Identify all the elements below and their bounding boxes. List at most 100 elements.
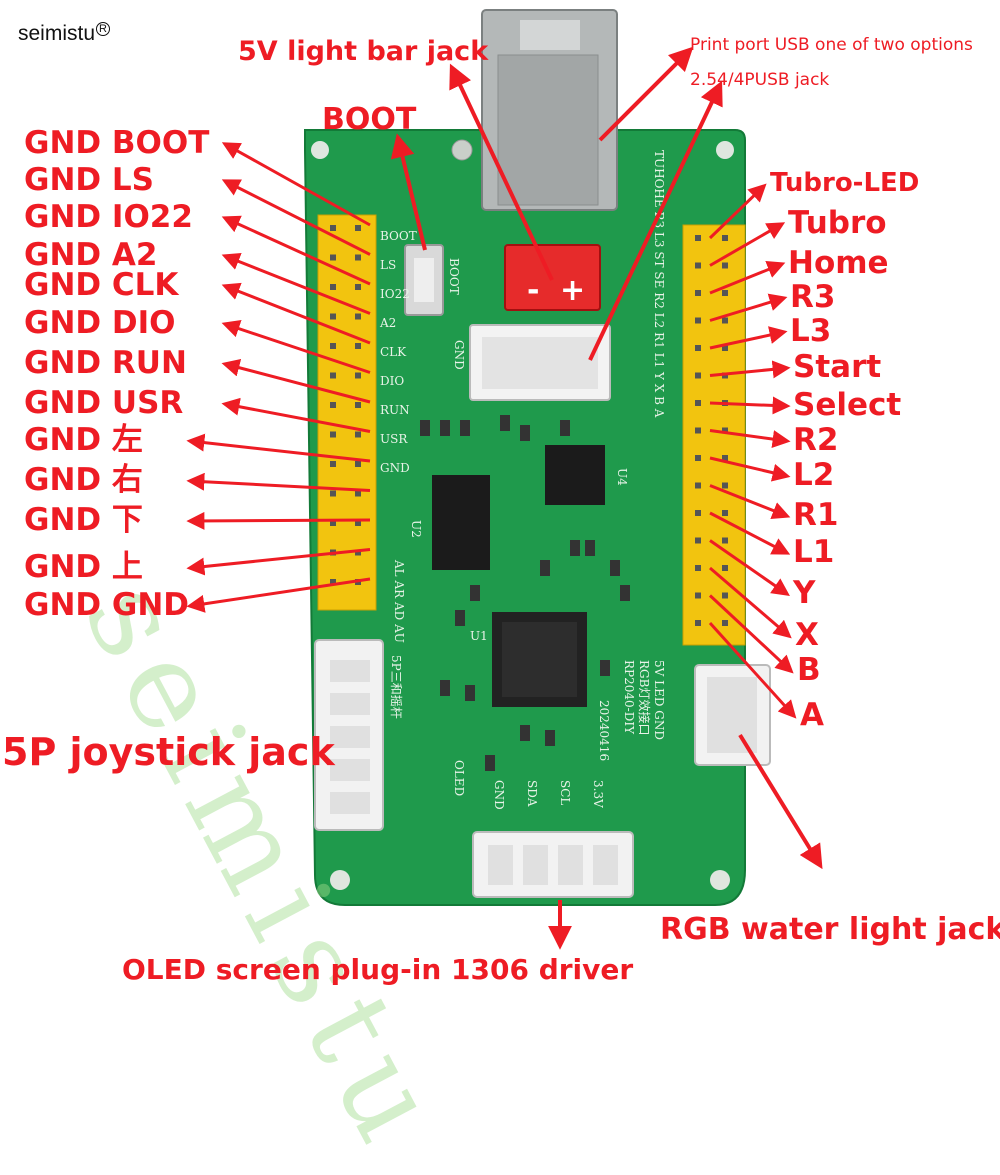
annotation-arrows bbox=[186, 46, 823, 950]
connector-minus: - bbox=[527, 273, 539, 308]
left-pin-label-2: GND IO22 bbox=[24, 199, 193, 235]
silk-boot-button: BOOT bbox=[447, 258, 461, 295]
silk-rgb-port: RGB灯效接口 bbox=[637, 660, 652, 735]
left-pin-label-1: GND LS bbox=[24, 162, 154, 198]
connector-plus: + bbox=[560, 273, 585, 308]
left-pin-arrow-1 bbox=[221, 179, 371, 256]
left-pin-arrow-3 bbox=[221, 252, 371, 315]
arrow-print-port-usb bbox=[598, 46, 694, 142]
left-pin-label-12: GND GND bbox=[24, 587, 190, 623]
passive-components bbox=[420, 415, 630, 771]
silk-oled-pin-1: SDA bbox=[525, 780, 539, 807]
label-rgb-jack: RGB water light jack bbox=[660, 912, 1000, 947]
left-pin-arrow-12 bbox=[186, 577, 371, 613]
mount-hole-top-right bbox=[716, 141, 734, 159]
silk-left-8: GND bbox=[380, 461, 410, 475]
right-pin-label-14: A bbox=[800, 697, 824, 733]
right-pin-arrow-4 bbox=[709, 326, 788, 350]
silk-left-3: A2 bbox=[379, 316, 396, 330]
right-pin-label-3: R3 bbox=[790, 279, 836, 315]
left-pin-arrow-11 bbox=[186, 548, 371, 576]
right-pin-arrow-6 bbox=[709, 396, 791, 415]
silk-oled-pin-3: 3.3V bbox=[591, 780, 605, 808]
label-oled-driver: OLED screen plug-in 1306 driver bbox=[122, 953, 634, 986]
silk-date: 20240416 bbox=[597, 700, 611, 761]
label-print-port-line1: Print port USB one of two options bbox=[690, 35, 973, 55]
silkscreen-oled-pins: GND SDA SCL 3.3V bbox=[492, 780, 605, 810]
right-pin-label-9: R1 bbox=[793, 497, 839, 533]
silk-left-4: CLK bbox=[380, 345, 407, 359]
silk-left-6: RUN bbox=[380, 403, 410, 417]
silk-oled: OLED bbox=[452, 760, 466, 796]
silk-oled-pin-2: SCL bbox=[558, 780, 572, 805]
right-pin-label-4: L3 bbox=[790, 313, 832, 349]
left-pin-label-5: GND DIO bbox=[24, 305, 176, 341]
silk-gnd-usb: GND bbox=[452, 340, 466, 370]
label-light-bar-jack: 5V light bar jack bbox=[238, 36, 489, 67]
brand-name: seimistu bbox=[18, 22, 96, 45]
left-pin-arrow-6 bbox=[221, 358, 371, 404]
left-pin-arrow-10 bbox=[186, 511, 371, 530]
label-print-port-line2: 2.54/4PUSB jack bbox=[690, 70, 830, 90]
right-pin-label-7: R2 bbox=[793, 422, 839, 458]
arrow-rgb bbox=[738, 733, 823, 870]
right-pin-arrow-0 bbox=[708, 183, 767, 240]
mount-hole-top-left bbox=[311, 141, 329, 159]
right-pin-label-13: B bbox=[797, 652, 821, 688]
silk-joystick-5p: 5P三和摇杆 bbox=[389, 655, 403, 719]
silk-left-5: DIO bbox=[380, 374, 404, 388]
right-pin-label-2: Home bbox=[788, 245, 889, 281]
right-pin-arrow-5 bbox=[709, 360, 791, 379]
right-pin-arrow-3 bbox=[709, 293, 788, 322]
silk-board-name: RP2040-DIY bbox=[622, 660, 636, 735]
left-pin-label-10: GND 下 bbox=[24, 502, 143, 538]
silk-u2: U2 bbox=[409, 520, 423, 538]
right-pin-arrow-12 bbox=[709, 566, 792, 639]
silk-left-1: LS bbox=[380, 258, 396, 272]
silk-left-7: USR bbox=[380, 432, 408, 446]
left-pin-label-3: GND A2 bbox=[24, 237, 158, 273]
pcb-board bbox=[304, 129, 746, 906]
left-pin-arrow-7 bbox=[221, 397, 371, 433]
silk-u1: U1 bbox=[470, 629, 488, 643]
label-joystick-jack: 5P joystick jack bbox=[2, 730, 335, 774]
silk-u4: U4 bbox=[615, 468, 629, 486]
silk-right-column: TUHOHE R3 L3 ST SE R2 L2 R1 L1 Y X B A bbox=[652, 150, 666, 418]
right-pin-label-8: L2 bbox=[793, 457, 835, 493]
right-pin-label-11: Y bbox=[793, 575, 816, 611]
silk-led-gnd: 5V LED GND bbox=[652, 660, 666, 740]
right-pin-label-5: Start bbox=[793, 349, 882, 385]
left-pin-label-6: GND RUN bbox=[24, 345, 187, 381]
right-pin-arrow-10 bbox=[709, 511, 791, 555]
arrow-light-bar bbox=[449, 63, 554, 281]
registered-mark: R bbox=[96, 22, 110, 36]
left-pin-label-9: GND 右 bbox=[24, 462, 143, 498]
silk-left-0: BOOT bbox=[380, 229, 417, 243]
arrow-print-port-4p bbox=[588, 80, 723, 361]
right-pin-arrow-11 bbox=[709, 539, 790, 597]
left-pin-arrow-8 bbox=[186, 433, 371, 463]
mount-hole-usb bbox=[451, 139, 473, 161]
right-pin-arrow-8 bbox=[709, 456, 791, 482]
left-pin-arrow-9 bbox=[186, 472, 371, 492]
silk-left-2: IO22 bbox=[380, 287, 410, 301]
left-pin-arrow-4 bbox=[221, 282, 371, 345]
right-pin-arrow-2 bbox=[709, 261, 786, 295]
arrow-boot bbox=[390, 133, 427, 251]
right-pin-arrow-1 bbox=[709, 222, 786, 267]
right-pin-arrow-13 bbox=[708, 594, 794, 674]
right-pin-label-1: Tubro bbox=[788, 205, 887, 241]
right-pin-label-12: X bbox=[795, 617, 819, 653]
left-pin-arrow-5 bbox=[221, 320, 371, 374]
silk-left-bottom: AL AR AD AU bbox=[392, 559, 406, 643]
silk-oled-pin-0: GND bbox=[492, 780, 506, 810]
left-pin-label-7: GND USR bbox=[24, 385, 184, 421]
left-pin-label-0: GND BOOT bbox=[24, 125, 210, 161]
label-boot: BOOT bbox=[322, 102, 417, 137]
right-pin-label-6: Select bbox=[793, 387, 902, 423]
right-pin-label-0: Tubro-LED bbox=[770, 168, 920, 198]
left-pin-label-4: GND CLK bbox=[24, 267, 179, 303]
